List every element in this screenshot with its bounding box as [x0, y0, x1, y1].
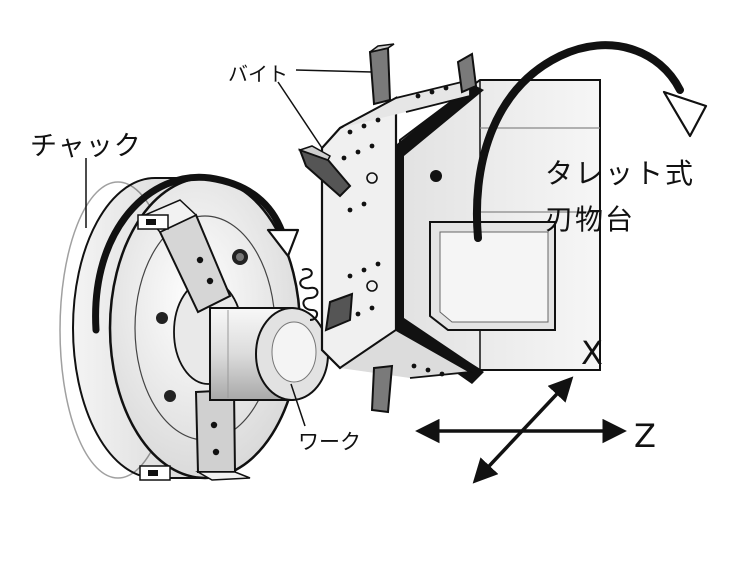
- workpiece: [209, 268, 329, 427]
- z-axis-label: Z: [634, 417, 656, 455]
- workpiece-label: ワーク: [298, 430, 361, 454]
- chuck: [59, 158, 302, 481]
- chuck-jaw: [194, 388, 251, 481]
- turret-rotation-arrow: [472, 41, 684, 242]
- turret-tool-post: [277, 41, 708, 414]
- x-axis-label: X: [581, 334, 603, 372]
- axis-arrows: [415, 376, 627, 484]
- chuck-bolt-hole: [156, 312, 168, 324]
- cutting-tool-bit: [370, 364, 394, 414]
- turret-label-line1: タレット式: [545, 157, 696, 190]
- cutting-chip: [299, 268, 319, 321]
- cutting-tool-bit: [456, 52, 478, 94]
- cutting-tool-label: バイト: [228, 62, 288, 86]
- chuck-rotation-arrow: [92, 173, 286, 334]
- chuck-rotation-arrowhead-icon: [266, 228, 300, 258]
- chuck-label: チャック: [30, 131, 142, 162]
- x-axis-arrow: [472, 376, 574, 484]
- turret-label-line2: 刃物台: [545, 203, 636, 236]
- turret-bolts: [341, 85, 449, 377]
- turret-rotation-arrowhead-icon: [662, 90, 708, 138]
- cutting-tool-bit: [324, 292, 354, 332]
- chuck-bolt-hole: [164, 390, 176, 402]
- chuck-jaw: [143, 199, 232, 314]
- cutting-tool-bit: [368, 46, 392, 106]
